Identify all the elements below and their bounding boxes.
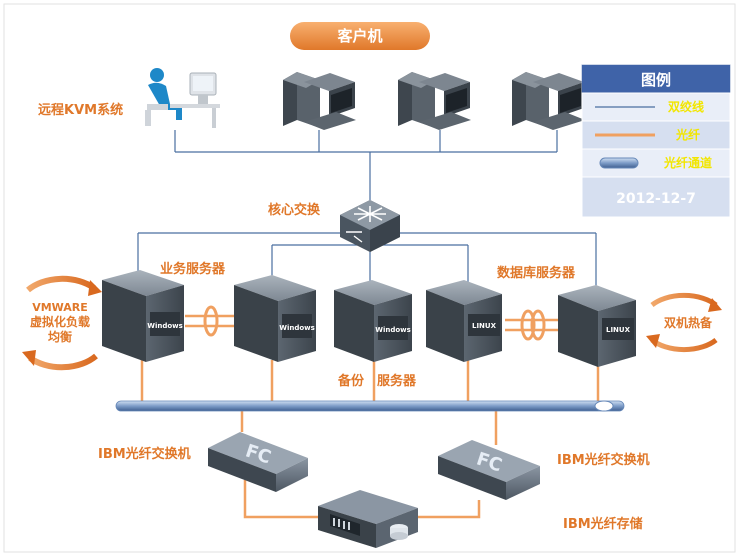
- vmware-label-line3: 均衡: [48, 329, 72, 344]
- database-server-1: LINUX: [426, 280, 502, 362]
- legend-item-fiber: 光纤: [675, 127, 700, 142]
- core-switch-label: 核心交换: [268, 202, 321, 218]
- database-server-label: 数据库服务器: [497, 265, 576, 281]
- legend-item-twisted-pair: 双绞线: [668, 99, 704, 114]
- client-group-label: 客户机: [336, 27, 382, 45]
- legend-title: 图例: [641, 71, 671, 89]
- business-server-2: Windows: [234, 275, 316, 362]
- fc-switch-left: FC: [208, 432, 308, 492]
- ibm-fc-switch-right-label: IBM光纤交换机: [557, 452, 650, 468]
- fc-switch-right: FC: [438, 440, 540, 500]
- legend-date: 2012-12-7: [616, 191, 696, 207]
- kvm-label: 远程KVM系统: [38, 102, 123, 118]
- ibm-storage-icon: [318, 490, 418, 548]
- fiber-channel-bus: [115, 400, 625, 412]
- legend-item-fiber-channel: 光纤通道: [663, 155, 712, 170]
- client-group-pill: 客户机: [290, 22, 430, 50]
- windows-badge-2: Windows: [279, 324, 315, 332]
- legend-box: 图例 双绞线 光纤 光纤通道 2012-12-7: [581, 64, 731, 218]
- hot-standby-cycle-arrows: [646, 292, 722, 353]
- fiber-bundle-rings: [203, 305, 546, 341]
- kvm-operator-icon: [145, 68, 220, 128]
- outer-frame: [3, 3, 736, 553]
- core-switch-icon: [340, 200, 400, 252]
- business-server-1: Windows: [102, 270, 184, 362]
- linux-badge-2: LINUX: [606, 326, 631, 334]
- backup-server: Windows: [334, 280, 412, 362]
- backup-server-label: 备份 服务器: [337, 373, 417, 389]
- vmware-label-line2: 虚拟化负载: [30, 314, 90, 329]
- client-pc-3: [512, 72, 585, 130]
- vmware-label-line1: VMWARE: [32, 301, 88, 314]
- windows-badge-3: Windows: [375, 326, 411, 334]
- database-server-2: LINUX: [558, 285, 636, 367]
- ibm-storage-label: IBM光纤存储: [563, 516, 643, 532]
- client-pc-2: [398, 72, 471, 130]
- legend-fiber-channel-swatch: [599, 157, 639, 169]
- client-pc-1: [283, 72, 356, 130]
- ibm-fc-switch-left-label: IBM光纤交换机: [98, 446, 191, 462]
- hot-standby-label: 双机热备: [664, 315, 713, 330]
- vmware-cycle-arrows: [22, 275, 102, 371]
- windows-badge-1: Windows: [147, 322, 183, 330]
- fiber-links: [140, 314, 600, 519]
- linux-badge-1: LINUX: [472, 322, 497, 330]
- business-server-label: 业务服务器: [160, 261, 226, 277]
